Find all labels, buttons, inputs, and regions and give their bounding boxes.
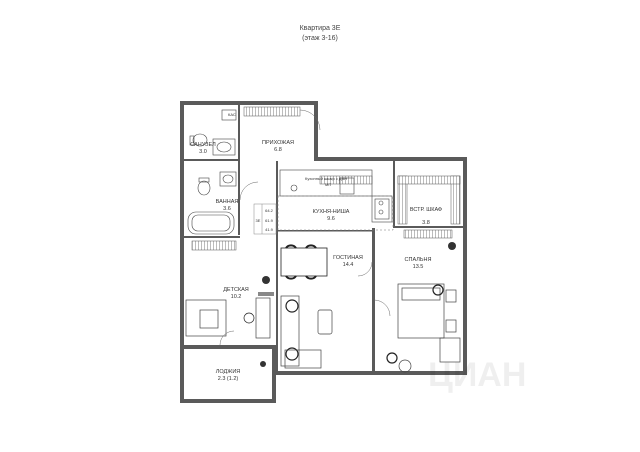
room-area: 3.8 <box>422 220 430 226</box>
room-area: 3.6 <box>223 206 231 212</box>
sink-icon <box>219 171 237 187</box>
watermark: ЦИАН <box>428 356 526 394</box>
room-name: КУХНЯ-НИША <box>313 209 350 215</box>
room-name: ЛОДЖИЯ <box>216 369 241 375</box>
kitchen-niche-boundary <box>277 195 394 231</box>
summary-code: 3Е <box>256 218 261 223</box>
room-name: САНУЗЕЛ <box>190 142 216 148</box>
room-area: 13.5 <box>413 264 424 270</box>
walls <box>180 101 467 403</box>
room-area: 14.4 <box>343 262 354 268</box>
toilet-tag-label: КАС <box>228 112 236 117</box>
room-name: СПАЛЬНЯ <box>405 257 432 263</box>
summary-total: 64.2 <box>265 208 274 213</box>
room-labels: САНУЗЕЛ 3.0 ПРИХОЖАЯ 6.8 ВАННАЯ 3.6 КУХН… <box>190 140 442 382</box>
room-name: ВСТР. ШКАФ <box>410 207 442 213</box>
room-area: 10.2 <box>231 294 242 300</box>
kids-furniture <box>185 292 274 339</box>
doors <box>219 109 391 346</box>
sink-icon <box>212 138 236 156</box>
table-icon <box>398 359 412 373</box>
bathtub-icon <box>187 211 235 235</box>
bed-icon <box>397 283 445 339</box>
desk-icon <box>255 297 271 339</box>
plan-title: Квартира 3Е <box>299 25 341 32</box>
bathroom-fixtures <box>187 109 237 235</box>
wardrobes <box>191 106 461 251</box>
desk-icon <box>439 337 461 363</box>
kitchen-cabinet-label: Кухонный шкаф с ДВН <box>305 176 347 181</box>
bed-icon <box>185 299 227 337</box>
coffee-table-icon <box>317 309 333 335</box>
sofa-icon <box>280 295 333 369</box>
plant-icons <box>260 242 456 367</box>
plan-title-block: Квартира 3Е (этаж 3-16) <box>0 24 640 44</box>
room-area: 2.3 (1.2) <box>218 376 239 382</box>
room-name: ДЕТСКАЯ <box>223 287 249 293</box>
bedroom-furniture <box>386 283 461 373</box>
area-summary-box: 3Е 64.2 61.9 41.9 <box>253 203 277 235</box>
summary-living-a: 61.9 <box>265 218 274 223</box>
room-area: 6.8 <box>274 147 282 153</box>
washer-icon <box>221 109 237 121</box>
dining-table-icon <box>280 244 328 280</box>
kitchen-hob-label: МП <box>325 182 331 187</box>
toilet-icon <box>197 180 211 196</box>
room-name: ВАННАЯ <box>216 199 239 205</box>
room-area: 9.6 <box>327 216 335 222</box>
summary-living-b: 41.9 <box>265 227 274 232</box>
room-area: 3.0 <box>199 149 207 155</box>
toilet-icon <box>192 133 208 147</box>
room-name: ПРИХОЖАЯ <box>262 140 294 146</box>
room-name: ГОСТИНАЯ <box>333 255 363 261</box>
plan-subtitle: (этаж 3-16) <box>302 35 338 42</box>
